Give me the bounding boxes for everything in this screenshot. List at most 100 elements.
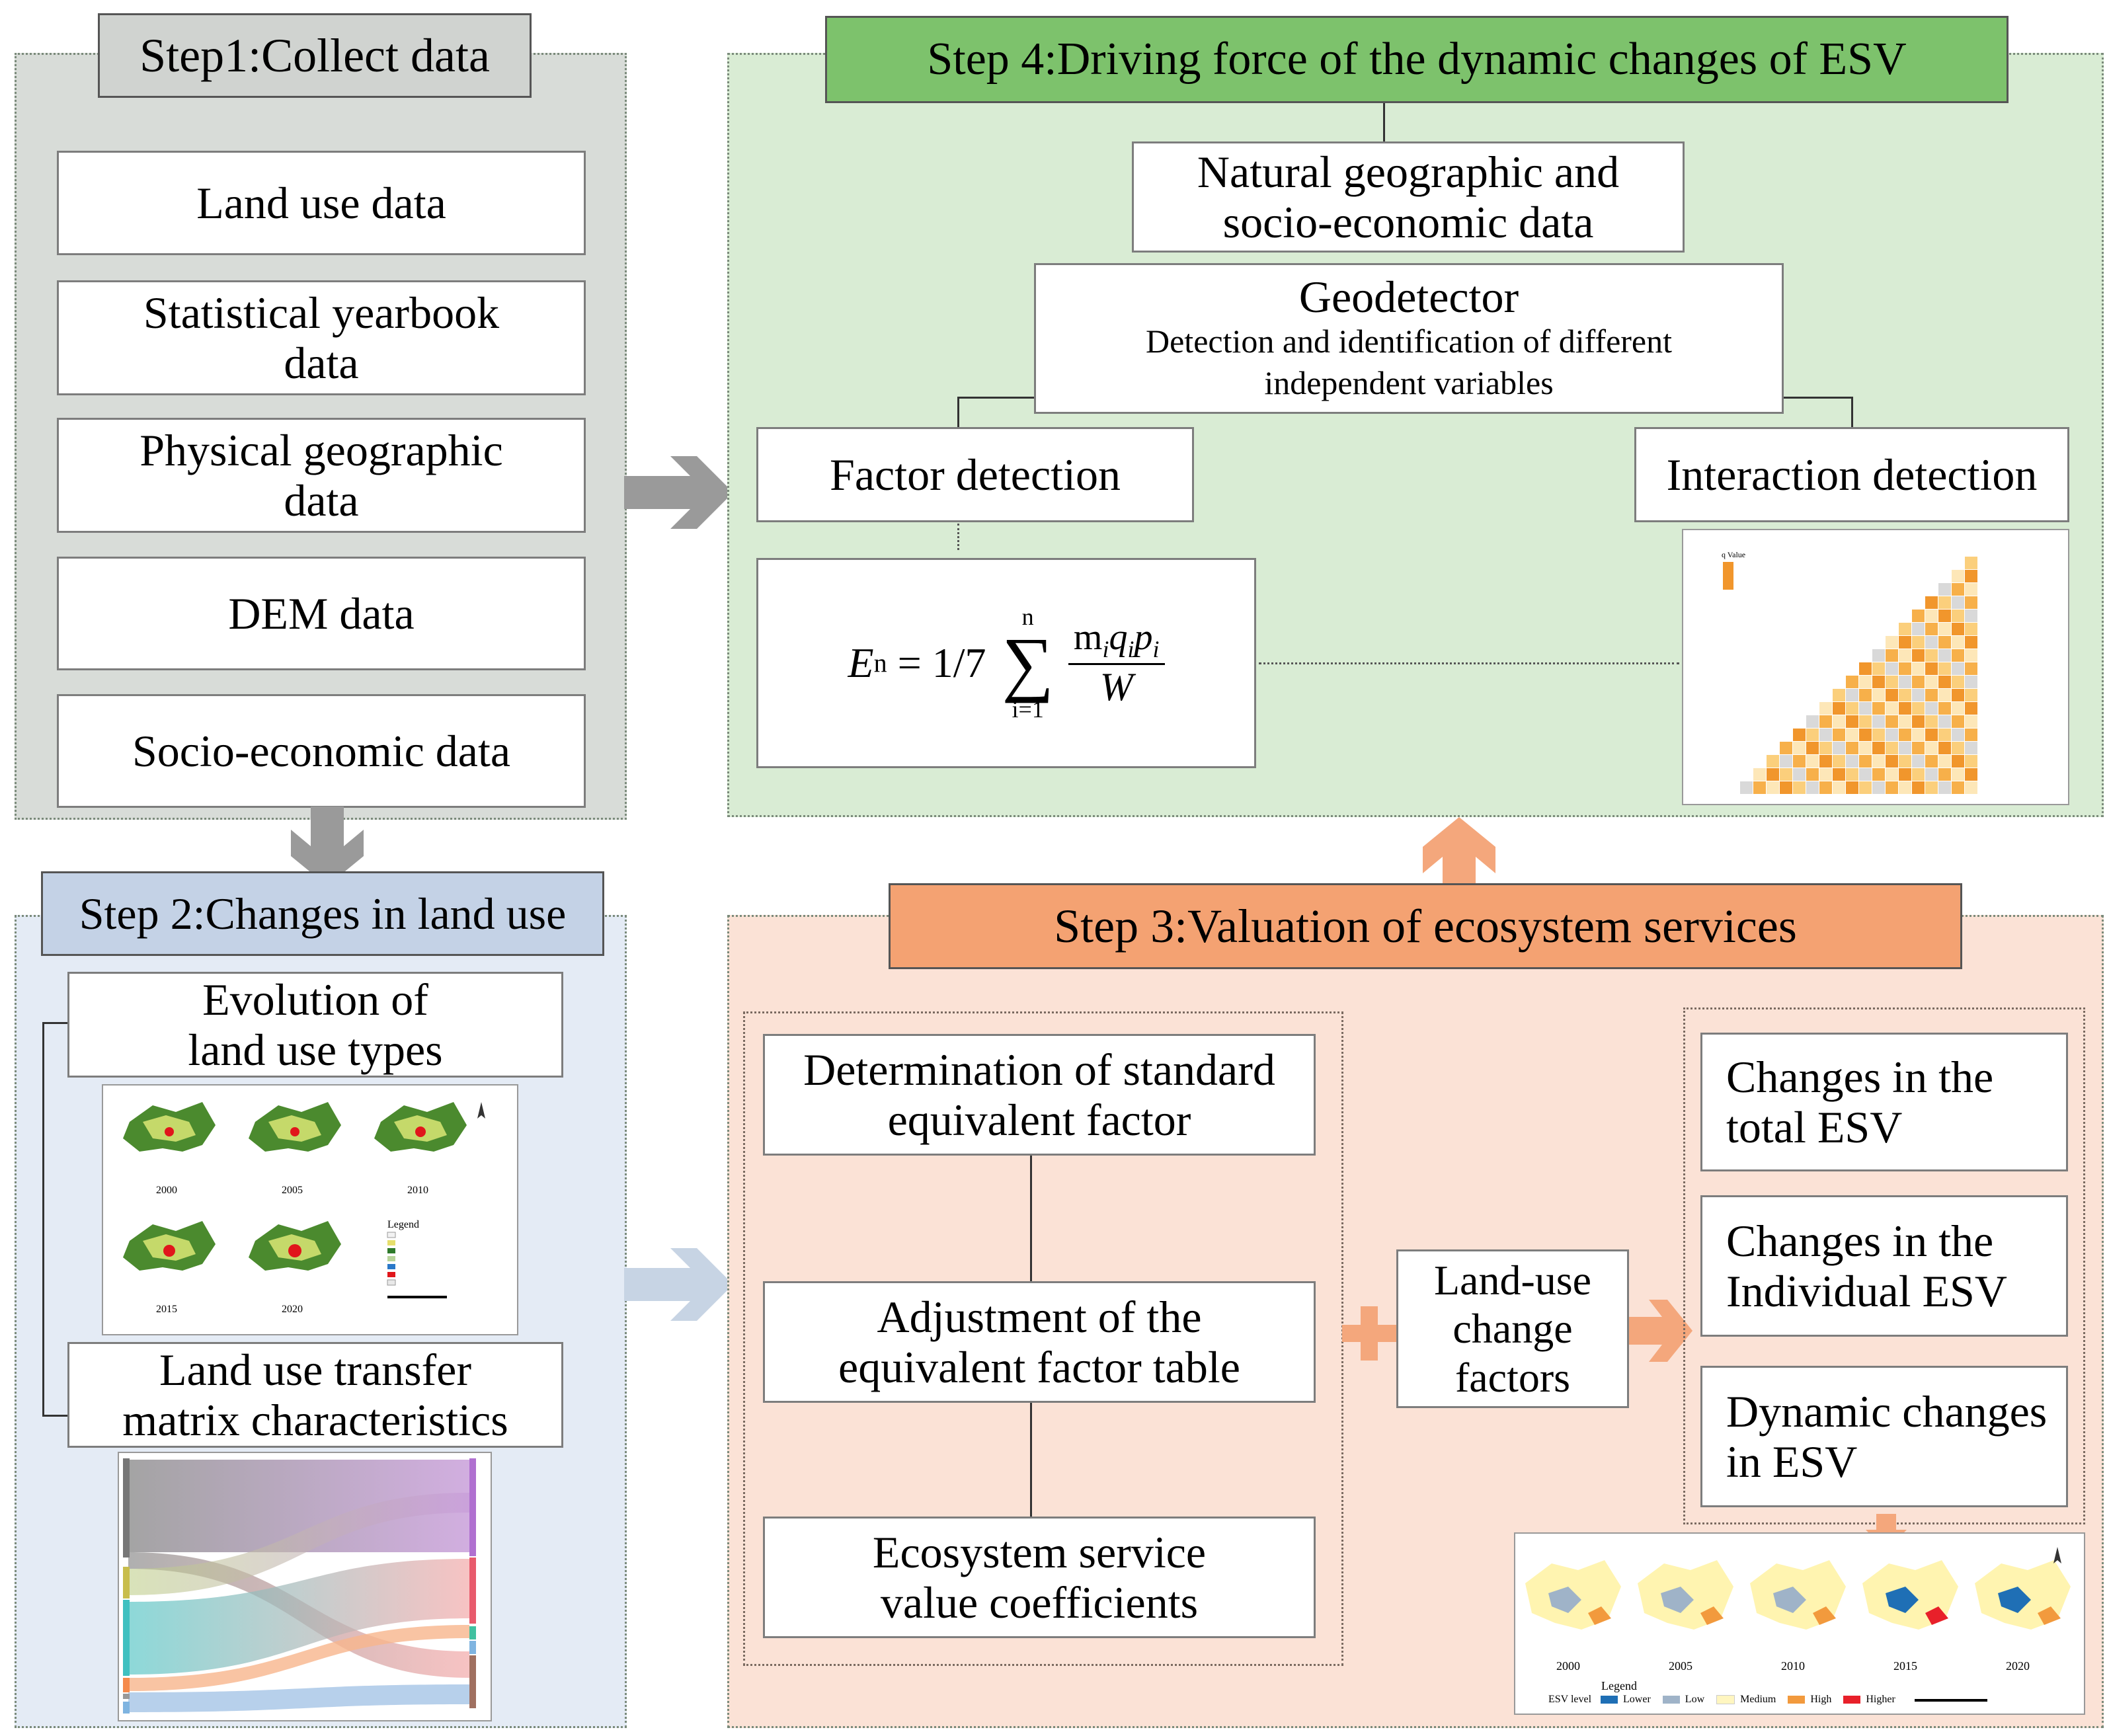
heatmap-cell — [1846, 755, 1858, 768]
heatmap-cell — [1859, 676, 1872, 688]
heatmap-cell — [1938, 715, 1951, 728]
heatmap-cell — [1833, 768, 1845, 781]
heatmap-cell — [1952, 742, 1964, 754]
esv-year-2005: 2005 — [1669, 1659, 1692, 1673]
step2-bracket-vertical — [42, 1022, 44, 1416]
arrow-step1-to-step2 — [291, 807, 364, 886]
connector-geo-right-h — [1784, 397, 1852, 399]
land-use-sankey-figure — [118, 1452, 492, 1721]
heatmap-cell — [1872, 729, 1885, 741]
land-use-change-factors-box: Land-use change factors — [1396, 1249, 1629, 1408]
heatmap-cell — [1925, 742, 1938, 754]
esv-legend-higher: Higher — [1866, 1694, 1895, 1705]
heatmap-cell — [1767, 755, 1779, 768]
step3-title: Step 3:Valuation of ecosystem services — [889, 883, 1962, 969]
heatmap-cell — [1952, 689, 1964, 701]
heatmap-cell — [1846, 729, 1858, 741]
heatmap-cell — [1912, 649, 1925, 662]
heatmap-cell — [1925, 729, 1938, 741]
heatmap-cell — [1886, 742, 1898, 754]
heatmap-cell — [1912, 729, 1925, 741]
heatmap-cell — [1780, 768, 1792, 781]
esv-legend-swatch-higher — [1843, 1696, 1861, 1704]
heatmap-cell — [1806, 742, 1819, 754]
heatmap-cell — [1938, 781, 1951, 794]
adjustment-equivalent-factor-box: Adjustment of the equivalent factor tabl… — [763, 1281, 1316, 1403]
heatmap-cell — [1780, 742, 1792, 754]
formula-equals: = 1/7 — [897, 639, 986, 687]
formula-sum-bottom: i=1 — [1012, 696, 1044, 723]
arrow-factors-to-esv — [1629, 1300, 1692, 1362]
dynamic-esv-box: Dynamic changes in ESV — [1700, 1366, 2068, 1507]
land-use-maps-figure: 2000 2005 2010 2015 2020 Legend — [102, 1084, 518, 1335]
step2-bracket-top — [42, 1022, 67, 1024]
heatmap-cell — [1872, 742, 1885, 754]
heatmap-cell — [1912, 623, 1925, 635]
formula-numerator: miqipi — [1068, 617, 1165, 665]
heatmap-color-scale — [1723, 562, 1733, 590]
heatmap-cell — [1819, 715, 1832, 728]
heatmap-cell — [1965, 715, 1977, 728]
heatmap-cell — [1912, 702, 1925, 715]
heatmap-cell — [1899, 755, 1911, 768]
connector-formula-heatmap — [1259, 662, 1679, 664]
esv-maps-figure: 2000 2005 2010 2015 2020 Legend ESV leve… — [1514, 1532, 2085, 1715]
heatmap-cell — [1833, 742, 1845, 754]
esv-map-2015 — [1862, 1560, 1958, 1630]
esv-year-2015: 2015 — [1893, 1659, 1917, 1673]
geodetector-box: Geodetector Detection and identification… — [1034, 263, 1784, 414]
heatmap-cell — [1886, 768, 1898, 781]
heatmap-cell — [1872, 676, 1885, 688]
heatmap-cell — [1965, 583, 1977, 596]
heatmap-cell — [1740, 781, 1753, 794]
heatmap-cell — [1806, 715, 1819, 728]
heatmap-cell — [1819, 768, 1832, 781]
heatmap-cell — [1819, 755, 1832, 768]
land-use-map-2020 — [249, 1221, 341, 1271]
heatmap-cell — [1872, 768, 1885, 781]
heatmap-cell — [1912, 742, 1925, 754]
heatmap-cell — [1952, 570, 1964, 582]
heatmap-cell — [1965, 623, 1977, 635]
heatmap-cell — [1859, 768, 1872, 781]
land-use-year-2010: 2010 — [407, 1185, 428, 1196]
heatmap-cell — [1833, 781, 1845, 794]
heatmap-cell — [1899, 729, 1911, 741]
heatmap-cell — [1872, 662, 1885, 675]
heatmap-cell — [1938, 623, 1951, 635]
heatmap-cell — [1965, 662, 1977, 675]
heatmap-cell — [1886, 755, 1898, 768]
esv-map-2020 — [1975, 1560, 2071, 1630]
land-use-map-2005 — [249, 1102, 341, 1152]
heatmap-cell — [1793, 755, 1806, 768]
heatmap-cell — [1952, 768, 1964, 781]
heatmap-cell — [1925, 623, 1938, 635]
heatmap-cell — [1886, 729, 1898, 741]
esv-legend-swatch-high — [1788, 1696, 1806, 1704]
heatmap-cell — [1965, 729, 1977, 741]
heatmap-cell — [1952, 729, 1964, 741]
heatmap-cell — [1859, 742, 1872, 754]
heatmap-cell — [1965, 702, 1977, 715]
heatmap-cell — [1859, 729, 1872, 741]
heatmap-cell — [1872, 755, 1885, 768]
heatmap-cell — [1846, 702, 1858, 715]
heatmap-cell — [1753, 768, 1766, 781]
esv-scale-bar — [1915, 1699, 1987, 1702]
step1-item-statistical-yearbook: Statistical yearbook data — [57, 280, 586, 395]
heatmap-legend-title: q Value — [1722, 550, 1746, 559]
heatmap-cell — [1886, 676, 1898, 688]
heatmap-cell — [1793, 729, 1806, 741]
formula-lhs: E — [848, 639, 874, 687]
esv-legend-swatch-lower — [1601, 1696, 1618, 1704]
heatmap-cell — [1925, 610, 1938, 622]
heatmap-cell — [1952, 755, 1964, 768]
step2-bracket-bottom — [42, 1415, 67, 1417]
heatmap-cell — [1925, 662, 1938, 675]
heatmap-cell — [1965, 649, 1977, 662]
heatmap-cell — [1806, 755, 1819, 768]
heatmap-cell — [1767, 768, 1779, 781]
heatmap-cell — [1952, 636, 1964, 649]
heatmap-cell — [1780, 781, 1792, 794]
esv-legend-swatch-medium — [1716, 1695, 1735, 1704]
